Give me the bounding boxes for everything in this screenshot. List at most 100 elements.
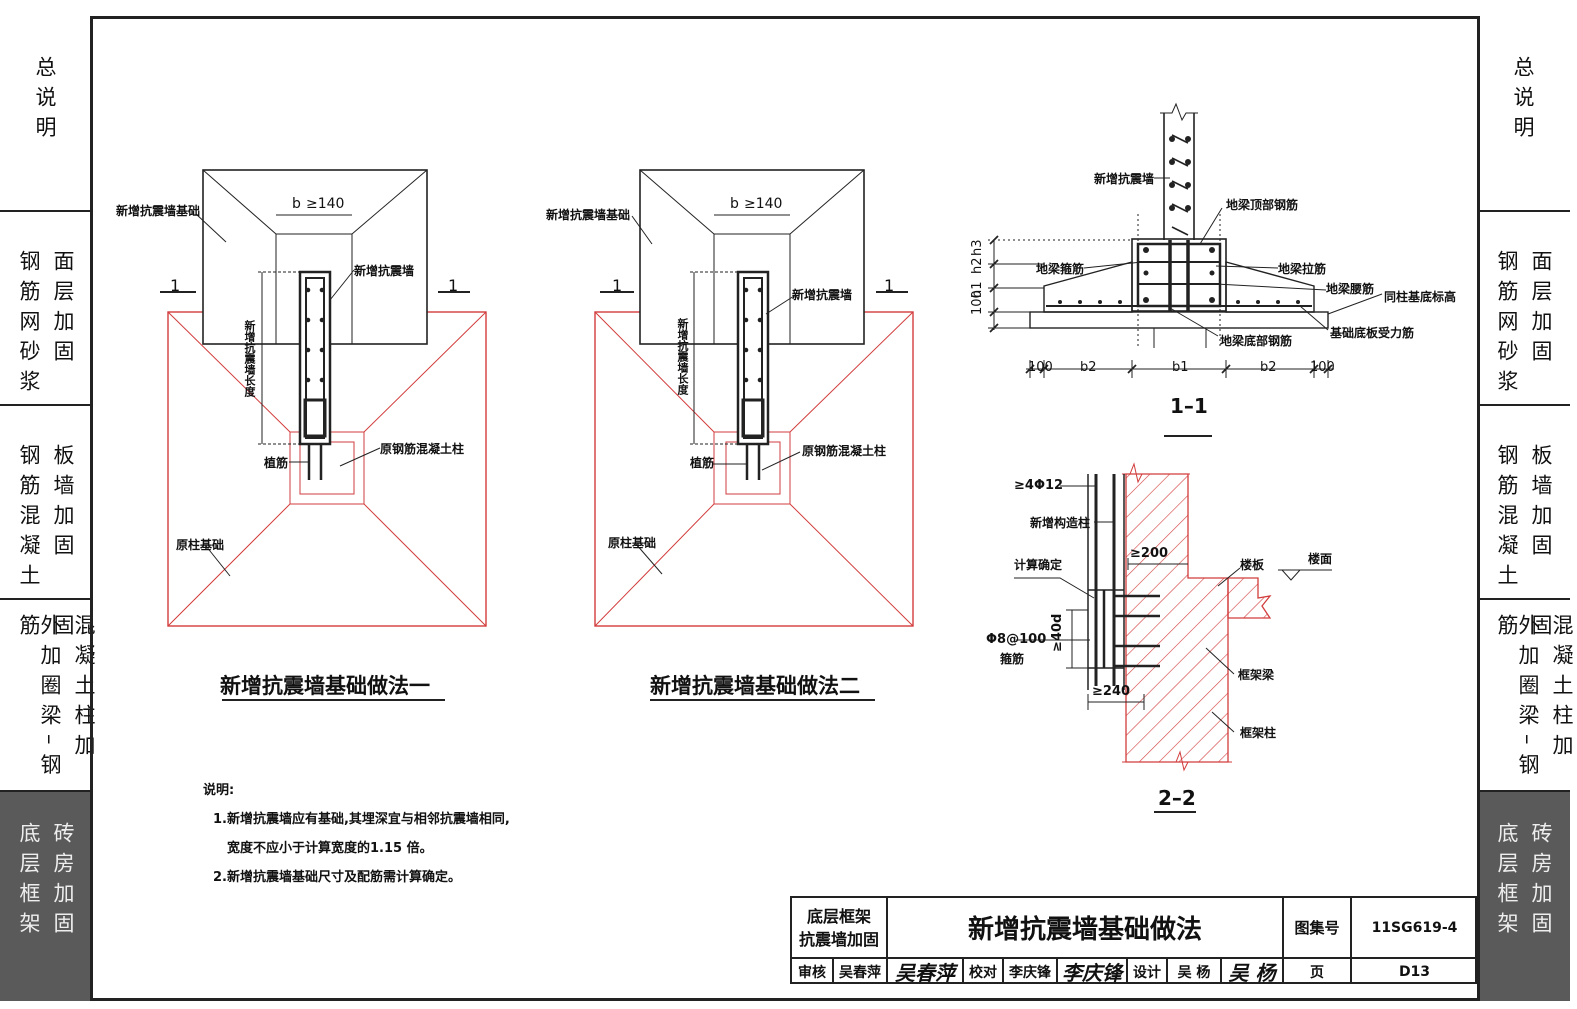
section-mark: 1 — [884, 276, 895, 295]
tab-general[interactable]: 总说明 — [0, 16, 90, 212]
plan-method-2 — [594, 169, 914, 701]
tab-label: 砖房加固 — [51, 822, 75, 942]
label-same-level: 同柱基底标高 — [1384, 290, 1457, 304]
category-line: 底层框架 — [806, 906, 871, 926]
tab-label: 钢筋混凝土 — [17, 444, 41, 594]
label-b: b — [292, 196, 301, 212]
dim-b1: b1 — [1172, 360, 1189, 375]
drawing-title: 新增抗震墙基础做法 — [886, 898, 1282, 957]
tab-mortar[interactable]: 面层加固 钢筋网砂浆 — [0, 212, 90, 406]
section-title-1-1: 1–1 — [1170, 394, 1208, 418]
label-planted-bar: 植筋 — [264, 456, 289, 470]
notes-heading: 说明: — [203, 783, 235, 798]
dim-100: 100 — [1028, 360, 1053, 375]
tab-label: 面层加固 — [51, 250, 75, 370]
label-stirrup-word: 箍筋 — [1000, 652, 1025, 666]
label-original-column: 原钢筋混凝土柱 — [802, 444, 887, 458]
label-d40: ≥40d — [1050, 613, 1065, 652]
right-tab-strip: 总说明 面层加固 钢筋网砂浆 板墙加固 钢筋混凝土 混凝土柱加固 外加圈梁–钢筋… — [1480, 16, 1574, 1001]
label-bars: ≥4Φ12 — [1014, 478, 1064, 493]
check-label: 校对 — [962, 957, 1002, 984]
tab-label: 砖房加固 — [1529, 822, 1553, 942]
tab-rc-wall[interactable]: 板墙加固 钢筋混凝土 — [0, 406, 90, 600]
label-floor: 楼面 — [1308, 552, 1333, 566]
label-beam: 框架梁 — [1238, 668, 1275, 682]
label-new-foundation: 新增抗震墙基础 — [116, 204, 201, 218]
tab-label: 总说明 — [33, 56, 57, 146]
section-mark: 1 — [448, 276, 459, 295]
dim-b2: b2 — [1080, 360, 1097, 375]
tab-label: 外加圈梁–钢筋 — [17, 614, 62, 784]
dim-h1: h1 — [970, 281, 985, 298]
design-label: 设计 — [1126, 957, 1166, 984]
label-b-min: ≥140 — [744, 196, 783, 212]
label-d200: ≥200 — [1130, 546, 1169, 561]
reviewer-signature: 吴春萍 — [886, 957, 962, 985]
tab-label: 外加圈梁–钢筋 — [1495, 614, 1540, 784]
label-beam-waist: 地梁腰筋 — [1326, 282, 1375, 296]
label-stirrups: Φ8@100 — [986, 632, 1047, 647]
page-label: 页 — [1282, 957, 1350, 984]
section-2-2 — [1014, 462, 1332, 813]
label-beam-stirrup: 地梁箍筋 — [1036, 262, 1085, 276]
drawing-frame — [90, 16, 1480, 1001]
label-b: b — [730, 196, 739, 212]
label-wall-length: 新增抗震墙长度 — [243, 320, 256, 397]
section-mark: 1 — [170, 276, 181, 295]
label-wall-length: 新增抗震墙长度 — [676, 318, 689, 395]
tab-mortar[interactable]: 面层加固 钢筋网砂浆 — [1480, 212, 1570, 406]
page-number: D13 — [1350, 957, 1477, 984]
tab-label: 钢筋网砂浆 — [1495, 250, 1519, 400]
dim-h3: h3 — [970, 239, 985, 256]
label-slab: 楼板 — [1240, 558, 1265, 572]
tab-label: 钢筋网砂浆 — [17, 250, 41, 400]
label-frame-col: 框架柱 — [1240, 726, 1277, 740]
caption-method-2: 新增抗震墙基础做法二 — [650, 674, 860, 698]
designer-name: 吴 杨 — [1166, 957, 1220, 984]
category-line: 抗震墙加固 — [798, 929, 879, 949]
label-original-column: 原钢筋混凝土柱 — [380, 442, 465, 456]
label-slab-rebar: 基础底板受力筋 — [1330, 326, 1415, 340]
checker-signature: 李庆锋 — [1056, 957, 1126, 985]
label-new-col: 新增构造柱 — [1030, 516, 1091, 530]
checker-name: 李庆锋 — [1002, 957, 1056, 984]
tab-ring-beam[interactable]: 混凝土柱加固 外加圈梁–钢筋 — [1480, 600, 1574, 792]
label-new-foundation: 新增抗震墙基础 — [546, 208, 631, 222]
label-b-min: ≥140 — [306, 196, 345, 212]
note-line: 宽度不应小于计算宽度的1.15 倍。 — [227, 841, 433, 856]
tab-label: 板墙加固 — [1529, 444, 1553, 564]
label-beam-bottom-rebar: 地梁底部钢筋 — [1220, 334, 1293, 348]
tab-label: 面层加固 — [1529, 250, 1553, 370]
tab-bottom-frame[interactable]: 砖房加固 底层框架 — [0, 792, 90, 1001]
left-tab-strip: 总说明 面层加固 钢筋网砂浆 板墙加固 钢筋混凝土 混凝土柱加固 外加圈梁–钢筋… — [0, 16, 96, 1001]
tab-bottom-frame[interactable]: 砖房加固 底层框架 — [1480, 792, 1570, 1001]
label-planted-bar: 植筋 — [690, 456, 715, 470]
label-d240: ≥240 — [1092, 684, 1131, 699]
atlas-label: 图集号 — [1282, 898, 1350, 957]
tab-label: 底层框架 — [17, 822, 41, 942]
dim-h2: h2 — [970, 257, 985, 274]
label-original-foundation: 原柱基础 — [608, 536, 657, 550]
label-calc: 计算确定 — [1014, 558, 1063, 572]
tab-rc-wall[interactable]: 板墙加固 钢筋混凝土 — [1480, 406, 1570, 600]
dim-100: 100 — [1310, 360, 1335, 375]
section-1-1 — [988, 102, 1383, 437]
tab-ring-beam[interactable]: 混凝土柱加固 外加圈梁–钢筋 — [0, 600, 96, 792]
label-beam-top-rebar: 地梁顶部钢筋 — [1226, 198, 1299, 212]
dim-b2: b2 — [1260, 360, 1277, 375]
label-original-foundation: 原柱基础 — [176, 538, 225, 552]
label-new-wall: 新增抗震墙 — [792, 288, 853, 302]
reviewer-name: 吴春萍 — [832, 957, 886, 984]
tab-general[interactable]: 总说明 — [1480, 16, 1570, 212]
tab-label: 混凝土柱加固 — [1529, 614, 1574, 764]
note-line: 1.新增抗震墙应有基础,其埋深宜与相邻抗震墙相同, — [213, 812, 510, 827]
tab-label: 钢筋混凝土 — [1495, 444, 1519, 594]
section-mark: 1 — [612, 276, 623, 295]
tab-label: 总说明 — [1511, 56, 1535, 146]
tab-label: 板墙加固 — [51, 444, 75, 564]
caption-method-1: 新增抗震墙基础做法一 — [220, 674, 430, 698]
label-new-wall: 新增抗震墙 — [1094, 172, 1155, 186]
label-beam-tie: 地梁拉筋 — [1278, 262, 1327, 276]
